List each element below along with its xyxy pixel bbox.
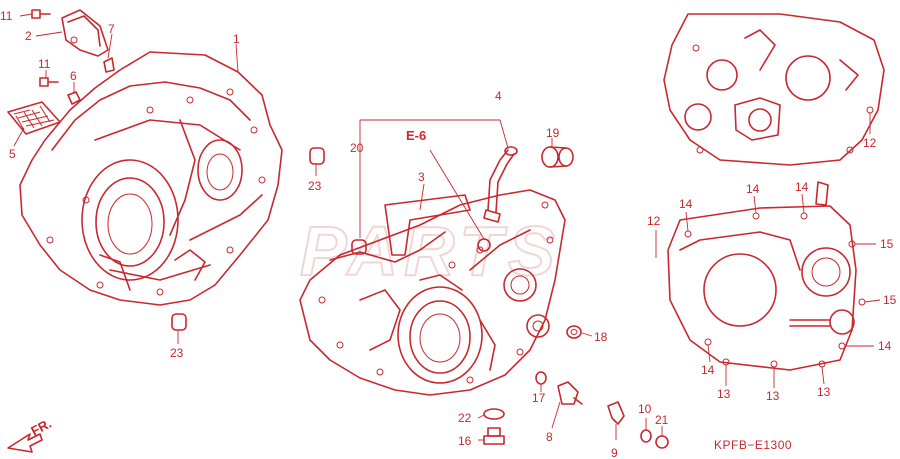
callout-15-a: 15 <box>880 237 894 251</box>
callout-8: 8 <box>546 430 553 444</box>
callout-14-b: 14 <box>746 182 760 196</box>
callout-14-e: 14 <box>701 363 715 377</box>
callout-20: 20 <box>350 141 364 155</box>
leader-lines <box>13 13 881 441</box>
dowel-pin-23-lower[interactable] <box>171 313 187 331</box>
callout-12-bottom: 12 <box>647 214 661 228</box>
callout-12-top: 12 <box>863 136 877 150</box>
oil-pipe-4[interactable] <box>483 146 518 223</box>
crankcase-gasket-bottom[interactable] <box>667 181 866 371</box>
callout-14-c: 14 <box>795 180 809 194</box>
bearing-19[interactable] <box>541 146 574 168</box>
washer-17[interactable] <box>535 371 547 385</box>
callout-14-a: 14 <box>679 197 693 211</box>
callout-5: 5 <box>9 147 16 161</box>
callout-11-top: 11 <box>0 9 13 23</box>
callout-14-d: 14 <box>878 339 892 353</box>
callout-23-lower: 23 <box>170 346 184 360</box>
callout-23-upper: 23 <box>308 179 322 193</box>
front-label: FR. <box>28 416 54 439</box>
wire-clip-9[interactable] <box>607 401 625 425</box>
right-crankcase-half[interactable] <box>299 189 566 396</box>
callout-19: 19 <box>546 126 560 140</box>
drawing-code: KPFB−E1300 <box>714 438 792 452</box>
watermark: PARTS <box>300 212 561 290</box>
callout-22: 22 <box>458 411 472 425</box>
breather-guard-part[interactable] <box>61 9 109 57</box>
nut-6[interactable] <box>67 91 81 105</box>
callout-9: 9 <box>611 446 618 459</box>
dowel-pin-23-upper[interactable] <box>309 147 325 165</box>
left-crankcase-half[interactable] <box>19 51 283 306</box>
callout-4: 4 <box>495 89 502 103</box>
callout-10: 10 <box>638 402 652 416</box>
nut-21[interactable] <box>655 435 669 449</box>
bolt-11-top[interactable] <box>31 9 51 19</box>
callout-17: 17 <box>532 391 546 405</box>
oil-strainer-screen-5[interactable] <box>7 101 61 135</box>
dowel-pin-20[interactable] <box>351 239 367 255</box>
front-direction-marker: FR. <box>7 416 54 453</box>
callout-1: 1 <box>233 32 240 46</box>
callout-11-mid: 11 <box>38 57 51 71</box>
callout-7: 7 <box>108 22 115 36</box>
reference-e6: E-6 <box>406 128 426 143</box>
drain-bolt-16[interactable] <box>483 427 505 445</box>
bolt-11-mid[interactable] <box>39 77 59 87</box>
callout-13-a: 13 <box>717 387 731 401</box>
oil-seal-18[interactable] <box>566 325 582 339</box>
callout-labels: 11 2 7 1 11 6 5 23 23 4 20 19 3 E-6 18 1… <box>0 9 897 459</box>
callout-13-b: 13 <box>766 389 780 403</box>
callout-21: 21 <box>655 413 669 427</box>
neutral-switch-8[interactable] <box>557 381 583 405</box>
callout-16: 16 <box>458 434 472 448</box>
crankcase-gasket-top[interactable] <box>663 13 885 166</box>
callout-3: 3 <box>418 170 425 184</box>
callout-2: 2 <box>25 29 32 43</box>
callout-15-b: 15 <box>883 293 897 307</box>
clip-7[interactable] <box>103 57 115 73</box>
bracket-part-3[interactable] <box>384 194 471 256</box>
washer-22[interactable] <box>483 408 505 420</box>
callout-18: 18 <box>594 330 608 344</box>
callout-6: 6 <box>70 69 77 83</box>
callout-13-c: 13 <box>817 385 831 399</box>
nut-10[interactable] <box>640 429 652 443</box>
